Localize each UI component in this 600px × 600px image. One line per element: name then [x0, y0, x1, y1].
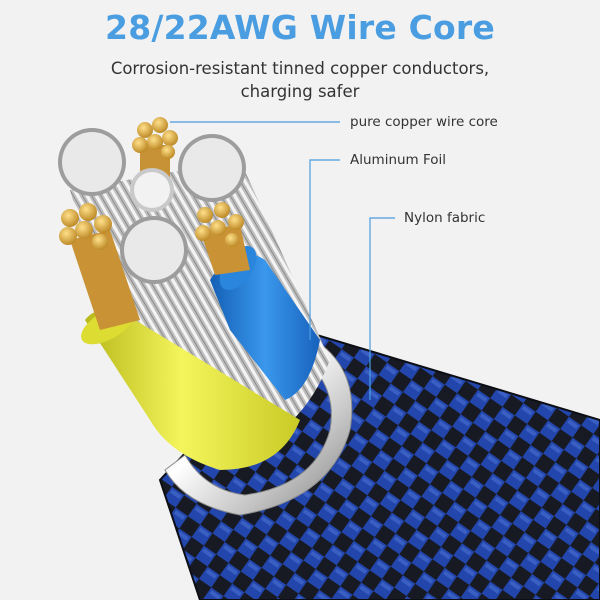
leader-lines — [170, 121, 395, 400]
copper-conductor-right — [195, 202, 250, 275]
label-nylon-fabric: Nylon fabric — [404, 210, 486, 226]
page-subtitle: Corrosion-resistant tinned copper conduc… — [0, 57, 600, 103]
label-copper-core: pure copper wire core — [350, 114, 498, 130]
label-aluminum-foil: Aluminum Foil — [350, 152, 447, 168]
silver-conductor-ends — [58, 128, 246, 284]
page-title: 28/22AWG Wire Core — [105, 8, 495, 47]
subtitle-line-2: charging safer — [240, 82, 360, 101]
subtitle-line-1: Corrosion-resistant tinned copper conduc… — [110, 59, 490, 78]
copper-conductor-left — [59, 203, 140, 330]
aluminum-foil-ring — [164, 339, 353, 516]
